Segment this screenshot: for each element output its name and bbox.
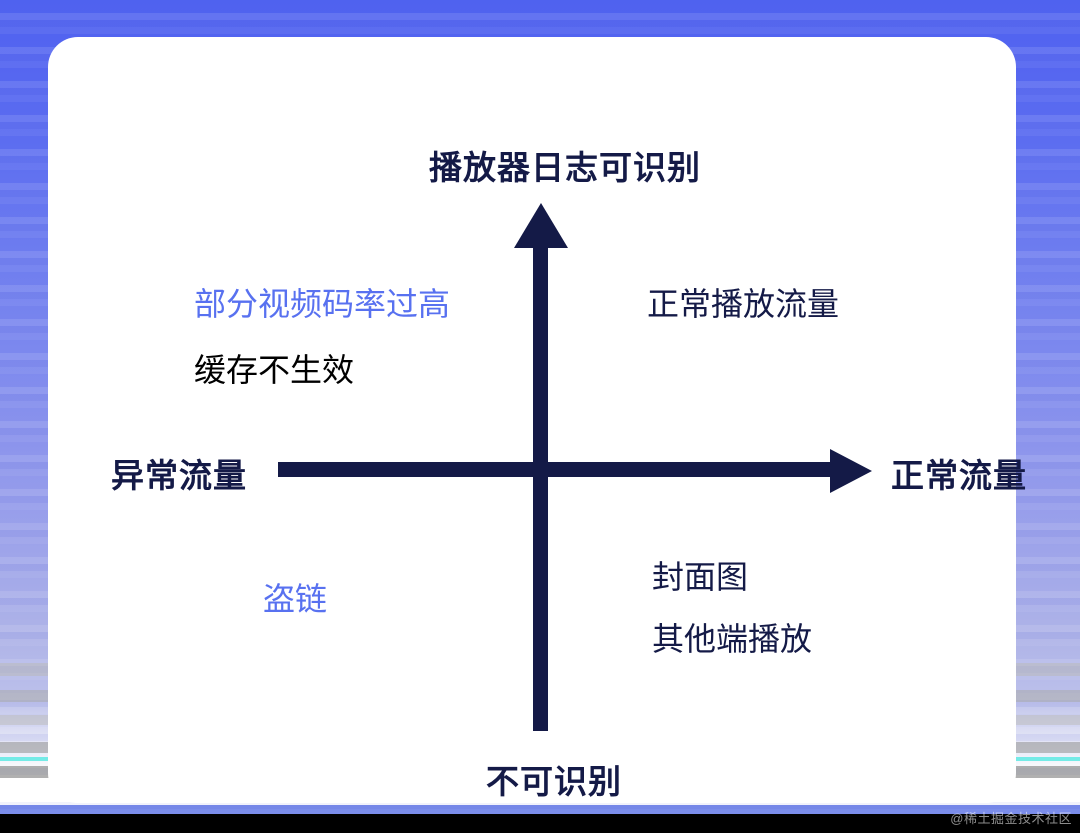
glitch-band (0, 814, 1080, 833)
axis-label-left: 异常流量 (111, 457, 247, 494)
vertical-axis-line (533, 243, 548, 731)
axis-label-bottom: 不可识别 (486, 763, 622, 800)
glitch-band (0, 805, 1080, 814)
watermark-text: @稀土掘金技术社区 (950, 811, 1072, 826)
axis-label-right: 正常流量 (891, 457, 1027, 494)
diagram-card: 播放器日志可识别 不可识别 异常流量 正常流量 部分视频码率过高 缓存不生效 正… (48, 37, 1026, 803)
quadrant-top-left-item-1: 部分视频码率过高 (194, 286, 451, 322)
quadrant-bottom-left-item-1: 盗链 (263, 581, 328, 617)
arrow-up-icon (514, 203, 568, 248)
quadrant-top-right-item-1: 正常播放流量 (647, 286, 840, 322)
axis-label-top: 播放器日志可识别 (429, 149, 701, 186)
quadrant-bottom-right-item-1: 封面图 (652, 559, 749, 595)
horizontal-axis-line (278, 462, 838, 477)
arrow-right-icon (830, 449, 872, 493)
quadrant-bottom-right-item-2: 其他端播放 (652, 621, 813, 657)
quadrant-top-left-item-2: 缓存不生效 (194, 352, 355, 388)
